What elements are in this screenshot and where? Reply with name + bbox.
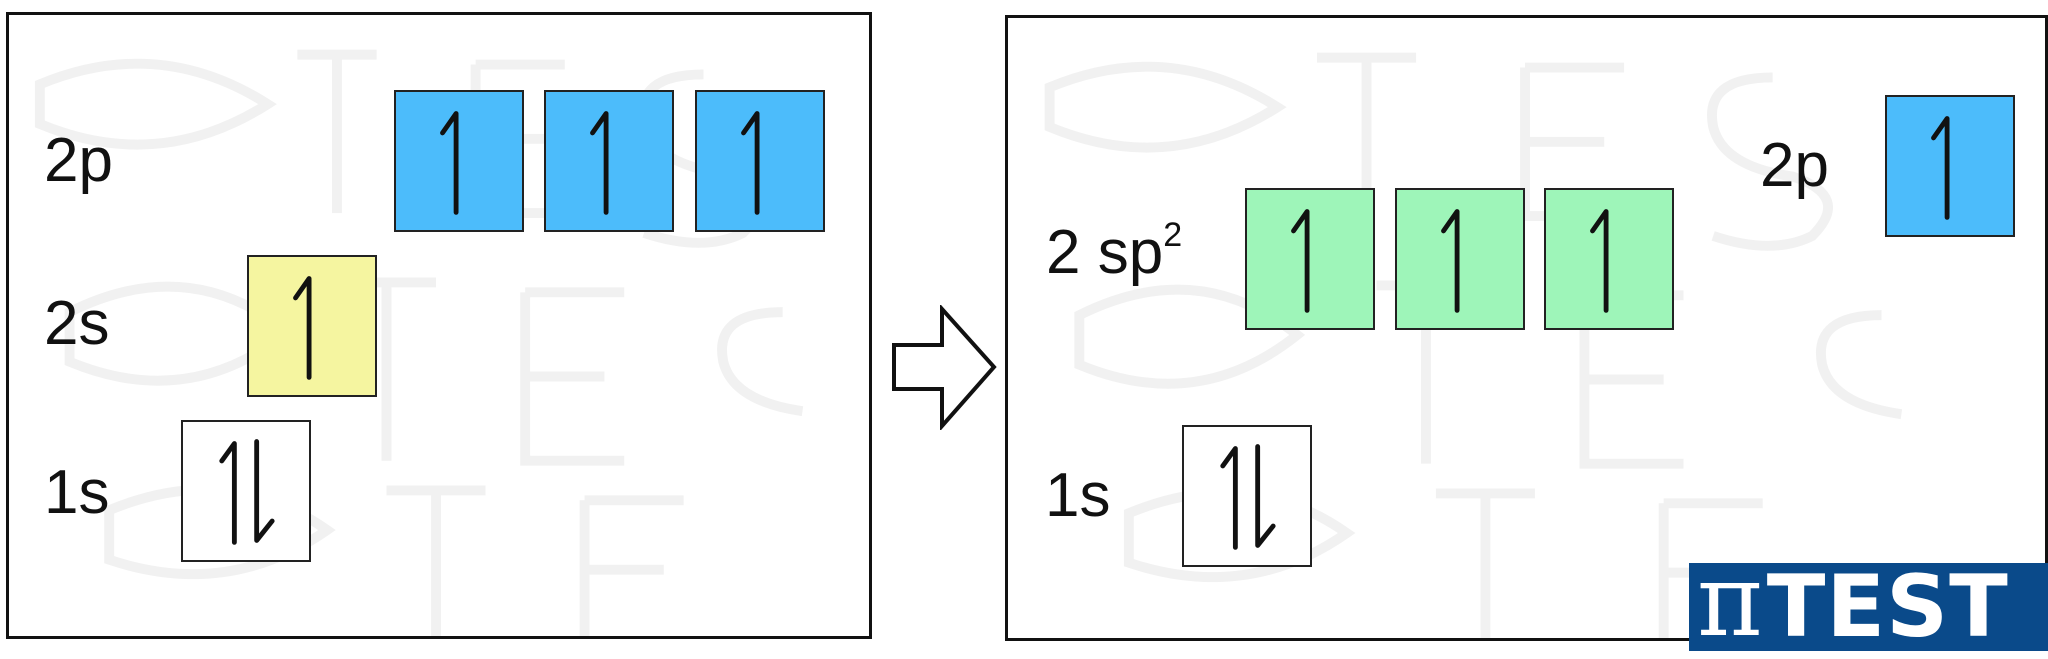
logo-text: TEST xyxy=(1766,557,2009,657)
orbital-box-2p-3 xyxy=(695,90,825,232)
pi-symbol: π xyxy=(1697,542,1763,659)
orbital-box-sp2-1 xyxy=(1245,188,1375,330)
hybridized-state-panel xyxy=(1005,15,2048,641)
electron-up-arrow-icon xyxy=(1590,209,1609,313)
pi-test-logo: π TEST xyxy=(1689,551,2048,657)
label-2p-right: 2p xyxy=(1760,131,1829,200)
label-2p-left: 2p xyxy=(44,126,113,195)
electron-up-arrow-icon xyxy=(741,111,760,215)
electron-up-arrow-icon xyxy=(590,111,609,215)
electron-up-arrow-icon xyxy=(293,276,312,380)
electron-pair-arrows-icon xyxy=(1220,444,1276,550)
electron-pair-arrows-icon xyxy=(219,439,275,545)
electron-up-arrow-icon xyxy=(440,111,459,215)
orbital-box-2s xyxy=(247,255,377,397)
orbital-box-1s-right xyxy=(1182,425,1312,567)
orbital-box-1s-left xyxy=(181,420,311,562)
arrow-right-icon xyxy=(892,305,997,430)
label-1s-left: 1s xyxy=(44,458,110,527)
electron-up-arrow-icon xyxy=(1291,209,1310,313)
orbital-box-2p-2 xyxy=(544,90,674,232)
orbital-box-2p-right xyxy=(1885,95,2015,237)
electron-up-arrow-icon xyxy=(1441,209,1460,313)
label-2sp2: 2 sp2 xyxy=(1046,218,1182,284)
electron-up-arrow-icon xyxy=(1931,116,1950,220)
orbital-box-2p-1 xyxy=(394,90,524,232)
label-2sp2-base: 2 sp xyxy=(1046,218,1164,287)
orbital-box-sp2-2 xyxy=(1395,188,1525,330)
label-2sp2-exponent: 2 xyxy=(1163,216,1183,254)
orbital-box-sp2-3 xyxy=(1544,188,1674,330)
label-2s-left: 2s xyxy=(44,289,110,358)
label-1s-right: 1s xyxy=(1045,461,1111,530)
